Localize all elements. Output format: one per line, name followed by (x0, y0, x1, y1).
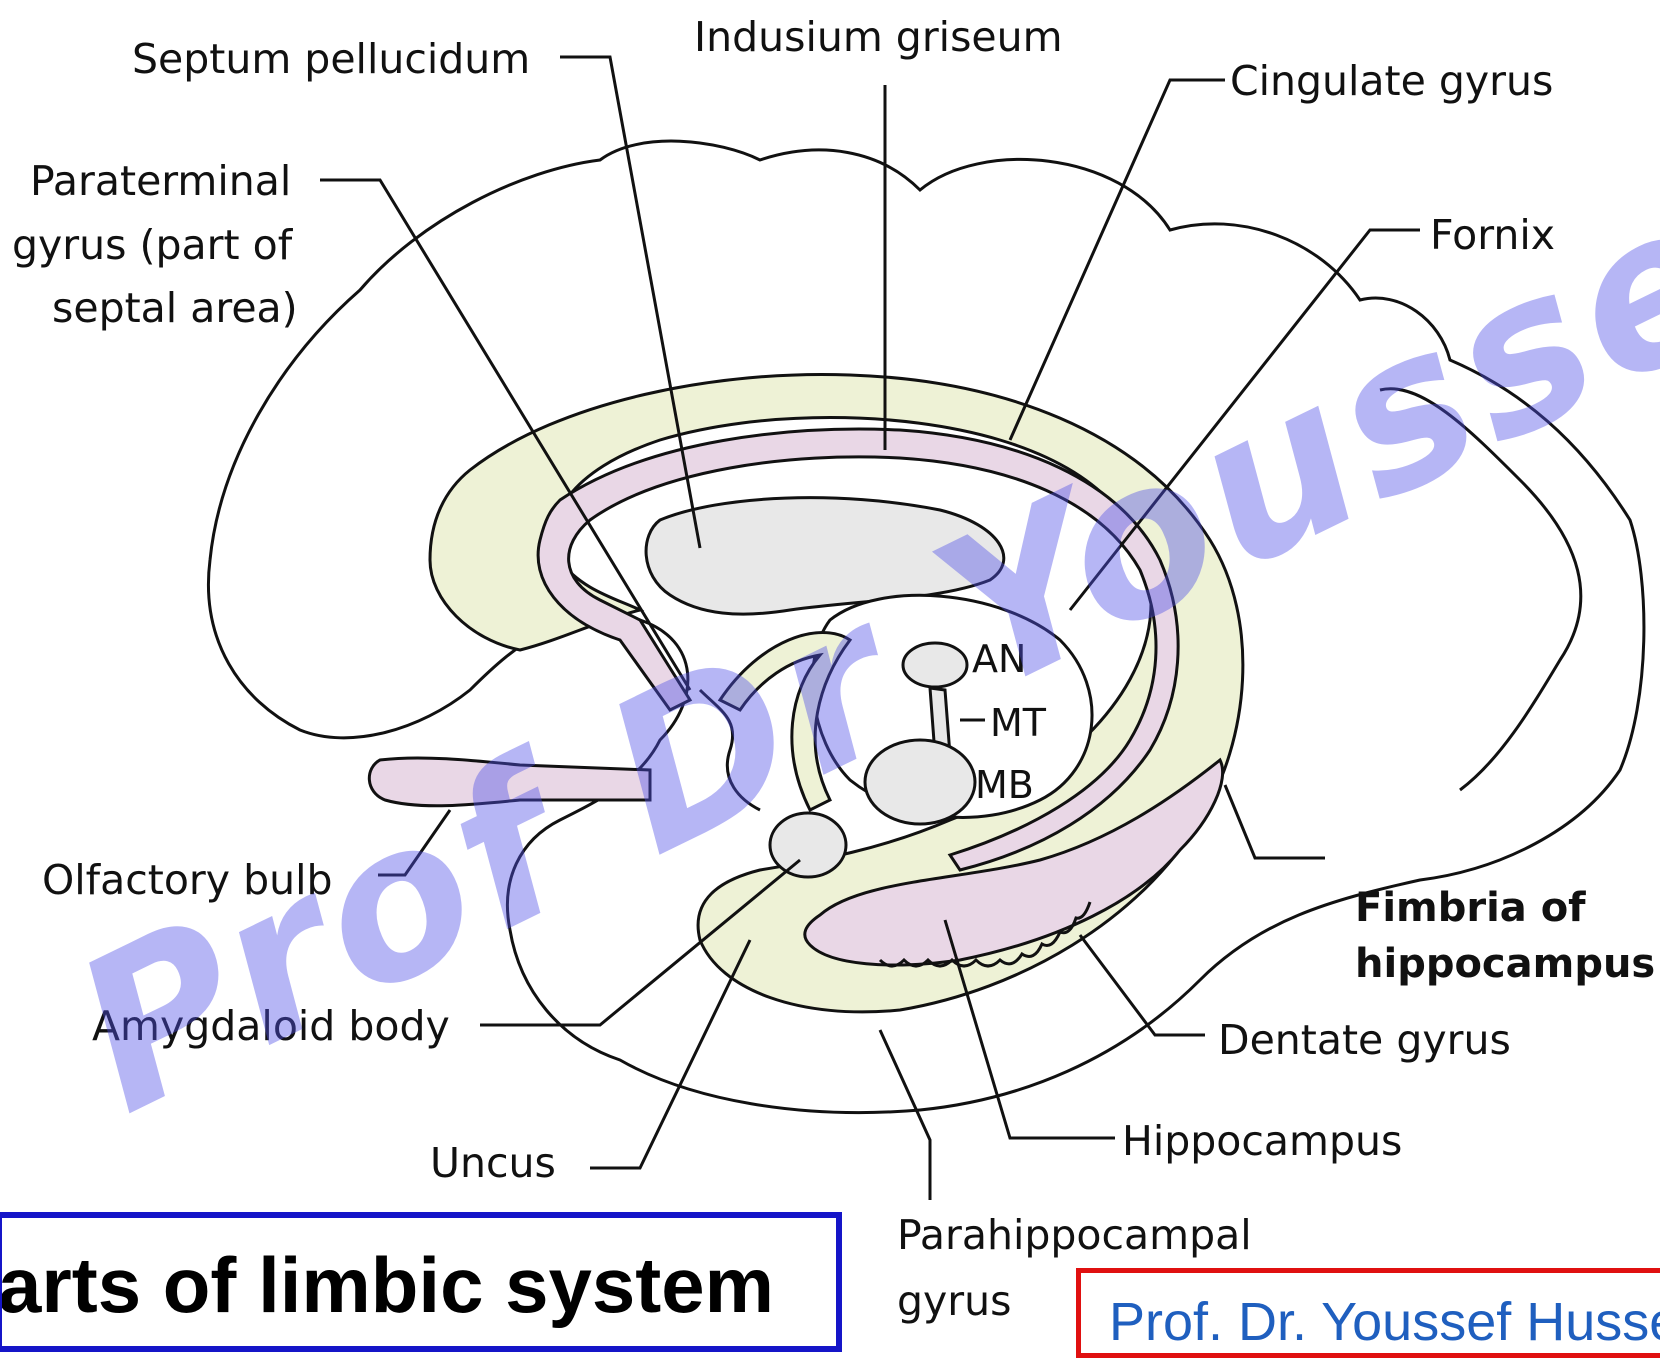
label-cingulate-gyrus: Cingulate gyrus (1230, 58, 1553, 104)
page-title: Parts of limbic system (0, 1240, 774, 1331)
label-paraterminal-line3: septal area) (52, 285, 298, 331)
label-olfactory-bulb: Olfactory bulb (42, 857, 333, 903)
olfactory-bulb-shape (369, 758, 650, 806)
anterior-nucleus (903, 643, 967, 687)
label-indusium-griseum: Indusium griseum (694, 14, 1063, 60)
label-fimbria-line2: hippocampus (1355, 940, 1655, 988)
label-amygdaloid-body: Amygdaloid body (92, 1003, 450, 1049)
label-septum-pellucidum: Septum pellucidum (132, 36, 530, 82)
amygdaloid-body-shape (770, 813, 846, 877)
mammillary-body (865, 740, 975, 824)
credit-text: Prof. Dr. Youssef Hussein Anatomy (1109, 1291, 1660, 1353)
label-paraterminal-line1: Paraterminal (30, 158, 291, 204)
label-an: AN (972, 636, 1026, 682)
label-mt: MT (990, 700, 1046, 746)
label-hippocampus: Hippocampus (1122, 1118, 1402, 1164)
label-paraterminal-line2: gyrus (part of (12, 222, 292, 268)
label-parahippocampal-line2: gyrus (897, 1278, 1012, 1324)
label-dentate-gyrus: Dentate gyrus (1218, 1017, 1511, 1063)
label-fornix: Fornix (1430, 212, 1555, 258)
label-mb: MB (975, 762, 1034, 808)
credit-box: Prof. Dr. Youssef Hussein Anatomy (1076, 1268, 1660, 1358)
title-box: Parts of limbic system (0, 1212, 842, 1352)
label-parahippocampal-line1: Parahippocampal (897, 1212, 1252, 1258)
label-uncus: Uncus (430, 1140, 556, 1186)
label-fimbria-line1: Fimbria of (1355, 884, 1586, 932)
